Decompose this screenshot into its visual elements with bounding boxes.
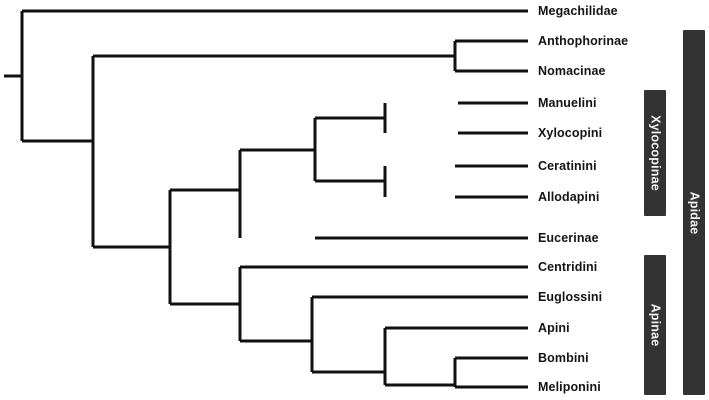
clade-bar-label-xylocopinae: Xylocopinae bbox=[648, 115, 663, 191]
clade-bar-apinae: Apinae bbox=[644, 255, 666, 395]
tip-label-meliponini: Meliponini bbox=[538, 379, 601, 394]
clade-bar-apidae: Apidae bbox=[683, 30, 705, 395]
tip-label-centridini: Centridini bbox=[538, 259, 598, 274]
tip-label-manuelini: Manuelini bbox=[538, 95, 597, 110]
tip-label-anthophorinae: Anthophorinae bbox=[538, 33, 629, 48]
tip-label-allodapini: Allodapini bbox=[538, 189, 600, 204]
tip-label-apini: Apini bbox=[538, 320, 570, 335]
tip-label-eucerinae: Eucerinae bbox=[538, 230, 599, 245]
tip-label-xylocopini: Xylocopini bbox=[538, 125, 603, 140]
tip-label-nomacinae: Nomacinae bbox=[538, 63, 606, 78]
clade-bar-label-apinae: Apinae bbox=[648, 303, 663, 347]
tip-label-bombini: Bombini bbox=[538, 350, 589, 365]
tip-label-ceratinini: Ceratinini bbox=[538, 158, 597, 173]
clade-bar-label-apidae: Apidae bbox=[687, 191, 702, 234]
tip-label-euglossini: Euglossini bbox=[538, 289, 603, 304]
clade-bar-xylocopinae: Xylocopinae bbox=[644, 90, 666, 216]
tip-label-megachilidae: Megachilidae bbox=[538, 3, 618, 18]
